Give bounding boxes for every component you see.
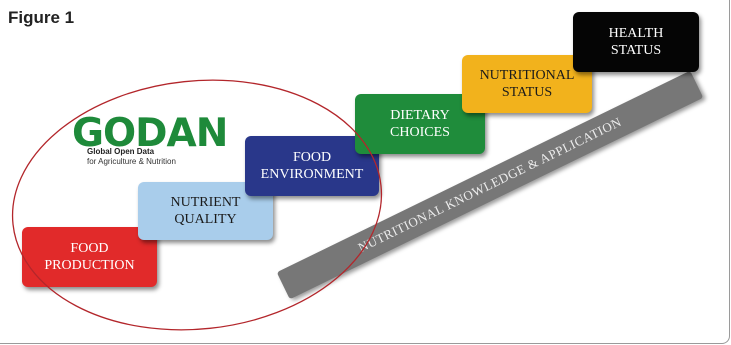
godan-tagline-line1: Global Open Data [87, 147, 155, 156]
step-health-status: HEALTH STATUS [573, 12, 699, 72]
step-food-production: FOOD PRODUCTION [22, 227, 157, 287]
figure-label: Figure 1 [8, 8, 75, 27]
step-nutritional-status: NUTRITIONAL STATUS [462, 55, 592, 113]
godan-tagline-line2: for Agriculture & Nutrition [87, 157, 176, 166]
